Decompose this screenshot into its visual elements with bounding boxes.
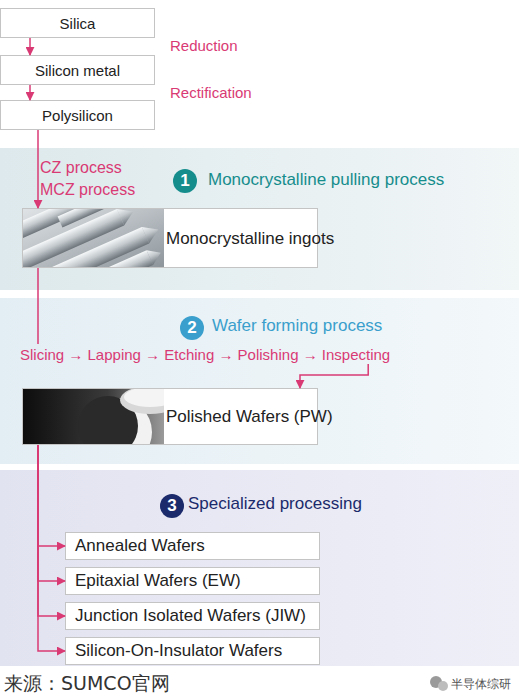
- illustration-part: [124, 389, 164, 407]
- box-text: Monocrystalline ingots: [166, 229, 306, 248]
- wafer-type-box: Epitaxial Wafers (EW): [65, 567, 320, 595]
- illustration-part: [120, 389, 164, 414]
- flow-arrow: [37, 130, 39, 208]
- flow-arrow: [38, 445, 65, 546]
- process-band: Wafer forming process 2Polished Wafers (P…: [0, 298, 519, 464]
- box-text: Epitaxial Wafers (EW): [75, 571, 241, 591]
- illustration-part: [430, 676, 442, 688]
- illustration-part: [92, 250, 153, 267]
- illustration-part: [23, 209, 164, 267]
- illustration-part: [92, 245, 164, 267]
- watermark-icon: [430, 676, 448, 691]
- material-box: Silica: [0, 8, 155, 38]
- step-digit: 1: [180, 171, 189, 191]
- box-text: Silica: [60, 15, 96, 32]
- box-text: Silicon metal: [35, 62, 120, 79]
- illustration-part: [84, 398, 152, 444]
- illustration-part: [41, 227, 149, 267]
- illustration-part: [23, 209, 137, 267]
- box-text: Annealed Wafers: [75, 536, 205, 556]
- flow-arrow: [38, 445, 65, 616]
- wafer-type-box: Silicon-On-Insulator Wafers: [65, 637, 320, 665]
- flow-arrow: [29, 85, 31, 100]
- step-digit: 2: [187, 318, 196, 338]
- process-label: Rectification: [170, 84, 252, 101]
- section-heading: Monocrystalline pulling process: [208, 170, 444, 190]
- illustration-part: [23, 209, 98, 243]
- illustration-part: [58, 209, 136, 227]
- illustration-part: [23, 209, 110, 243]
- product-box: Polished Wafers (PW): [22, 388, 318, 445]
- illustration-part: [438, 681, 448, 691]
- box-text: Silicon-On-Insulator Wafers: [75, 641, 282, 661]
- step-number: 3: [160, 494, 184, 518]
- step-number: 2: [180, 316, 204, 340]
- illustration-part: [117, 209, 137, 225]
- flow-arrow: [38, 268, 368, 388]
- material-box: Polysilicon: [0, 100, 155, 130]
- process-label: Reduction: [170, 37, 238, 54]
- wafer-type-box: Junction Isolated Wafers (JIW): [65, 602, 320, 630]
- wafer-illustration: [23, 389, 164, 444]
- watermark-text: 半导体综研: [451, 676, 511, 693]
- illustration-part: [23, 209, 124, 267]
- illustration-part: [147, 245, 164, 264]
- product-box: Monocrystalline ingots: [22, 208, 318, 268]
- flow-arrow: [38, 445, 65, 581]
- section-heading: Wafer forming process: [212, 316, 382, 336]
- process-label: Slicing → Lapping → Etching → Polishing …: [20, 346, 390, 363]
- step-digit: 3: [167, 496, 176, 516]
- material-box: Silicon metal: [0, 55, 155, 85]
- flow-arrow: [38, 445, 65, 651]
- illustration-part: [41, 221, 162, 267]
- flow-arrow: [29, 38, 31, 55]
- wafer-type-box: Annealed Wafers: [65, 532, 320, 560]
- box-text: Junction Isolated Wafers (JIW): [75, 606, 306, 626]
- step-number: 1: [173, 169, 197, 193]
- process-label: CZ process MCZ process: [40, 157, 152, 201]
- illustration-part: [142, 221, 162, 243]
- box-text: Polished Wafers (PW): [166, 407, 306, 426]
- source-caption: 来源：SUMCO官网: [4, 671, 170, 697]
- ingot-illustration: [23, 209, 164, 267]
- illustration-part: [23, 389, 164, 444]
- illustration-part: [78, 396, 138, 444]
- illustration-part: [58, 209, 145, 227]
- process-band: Specialized processing 3Annealed WafersEp…: [0, 470, 519, 666]
- box-text: Polysilicon: [42, 107, 113, 124]
- section-heading: Specialized processing: [188, 494, 362, 514]
